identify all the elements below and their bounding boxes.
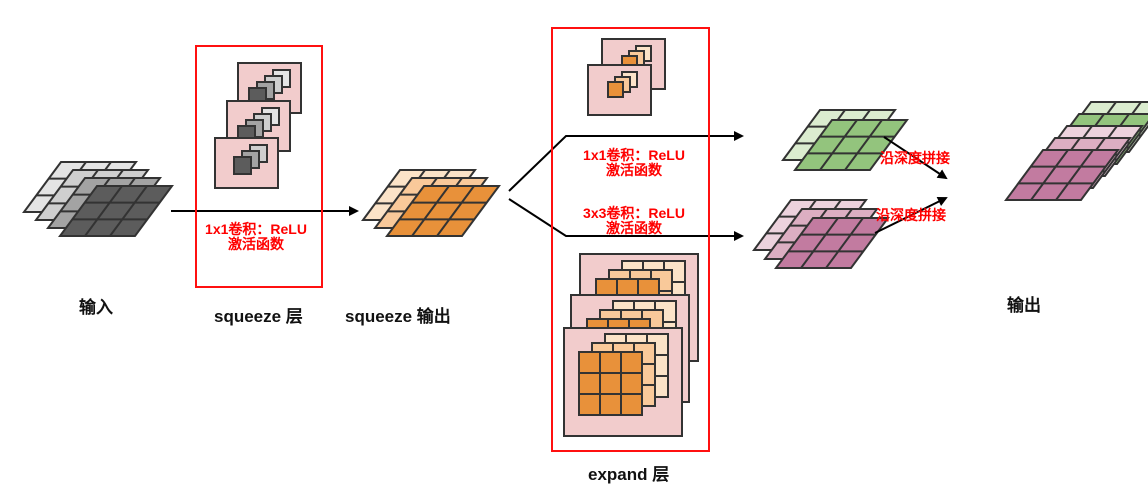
- kernel-cell: [620, 393, 643, 416]
- grid-line: [825, 217, 864, 269]
- kernel-channel: [233, 156, 252, 175]
- branch-line-bottom: [508, 198, 744, 241]
- kernel-channel: [607, 81, 624, 98]
- expand-1x1-output-stack: [781, 109, 909, 171]
- squeeze-kernel-3: [214, 137, 279, 189]
- expand-layer-box: [551, 27, 710, 452]
- grid-line: [436, 185, 475, 237]
- expand-3x3-output-stack: [752, 199, 890, 269]
- concat-arrow-bottom: [874, 197, 948, 234]
- expand-1x1-annotation: 1x1卷积：ReLU 激活函数: [574, 148, 694, 178]
- squeeze-output-stack: [361, 169, 501, 237]
- expand-3x3-kernel-3: [563, 327, 683, 437]
- branch-line-top: [508, 131, 744, 192]
- grid-line: [84, 185, 123, 237]
- expand-1x1-line1: 1x1卷积：ReLU: [583, 147, 685, 163]
- input-stack: [22, 161, 174, 237]
- grid-line: [800, 217, 839, 269]
- input-stack-layer: [58, 185, 174, 237]
- kernel-stacks: [214, 38, 699, 437]
- expand-1x1-line2: 激活函数: [606, 162, 662, 178]
- output-stack: [1004, 101, 1148, 201]
- grid-line: [1055, 149, 1094, 201]
- concat-arrow-top: [883, 136, 948, 180]
- grid-line: [1030, 149, 1069, 201]
- expand-3x3-line1: 3x3卷积：ReLU: [583, 205, 685, 221]
- expand-1x1-kernel-2: [587, 64, 652, 116]
- layer-stacks: [22, 101, 1148, 269]
- concat-label-bottom: 沿深度拼接: [876, 207, 946, 223]
- squeeze-layer-box: [195, 45, 323, 288]
- expand-layer-label: expand 层: [588, 465, 670, 484]
- squeeze-conv-line1: 1x1卷积：ReLU: [205, 221, 307, 237]
- output-label: 输出: [1007, 296, 1041, 315]
- arrows: [171, 131, 948, 241]
- output-stack-layer: [1004, 149, 1120, 201]
- expand-3x3-annotation: 3x3卷积：ReLU 激活函数: [574, 206, 694, 236]
- expand-3x3-line2: 激活函数: [606, 220, 662, 236]
- squeeze-output-stack-layer: [385, 185, 501, 237]
- squeeze-layer-label: squeeze 层: [214, 307, 303, 326]
- squeeze-output-label: squeeze 输出: [345, 307, 451, 326]
- expand-1x1-output-stack-layer: [793, 119, 909, 171]
- squeeze-conv-line2: 激活函数: [228, 236, 284, 252]
- grid-line: [819, 119, 858, 171]
- squeeze-conv-annotation: 1x1卷积：ReLU 激活函数: [196, 222, 316, 252]
- input-label: 输入: [79, 298, 113, 317]
- grid-line: [109, 185, 148, 237]
- concat-label-top: 沿深度拼接: [880, 150, 950, 166]
- grid-line: [411, 185, 450, 237]
- expand-3x3-output-stack-layer: [774, 217, 890, 269]
- grid-line: [844, 119, 883, 171]
